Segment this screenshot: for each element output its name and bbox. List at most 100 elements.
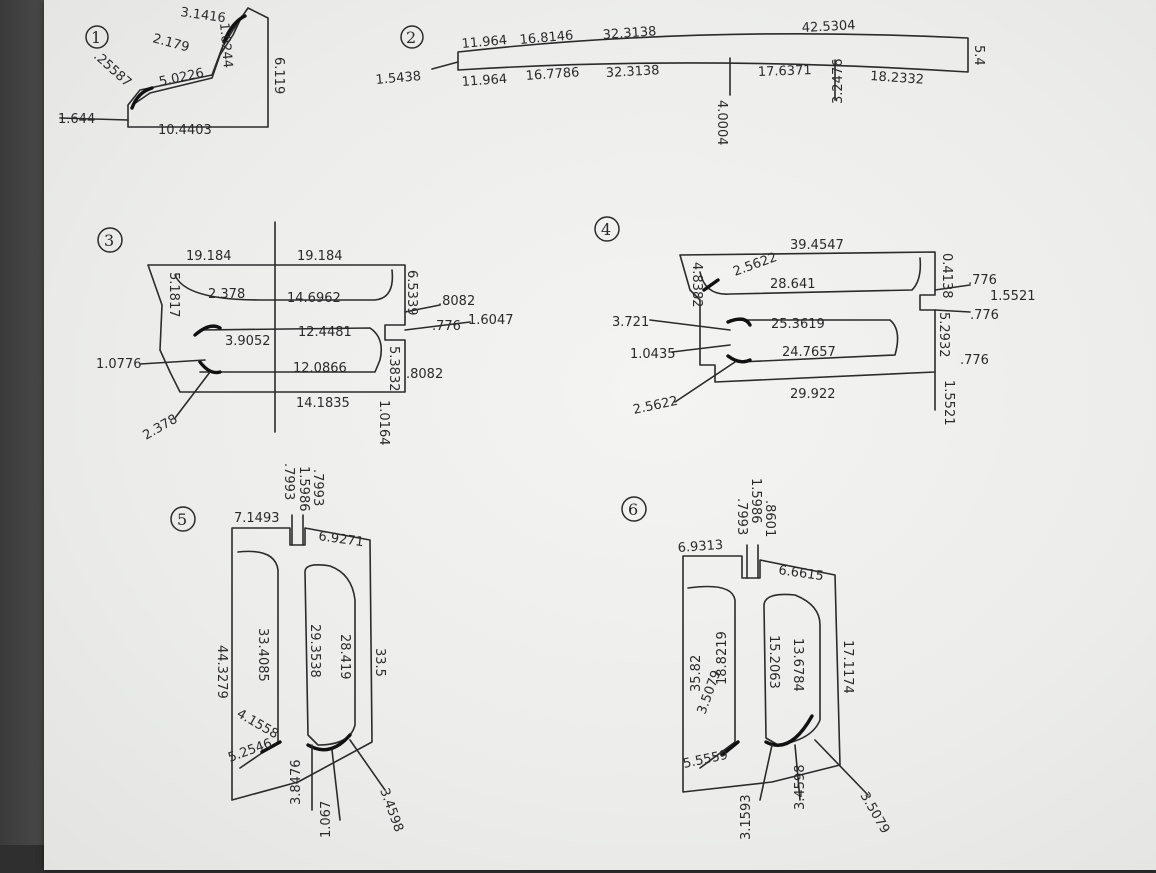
label: 1.0244 xyxy=(216,22,235,69)
desk-left xyxy=(0,0,50,873)
inner-left xyxy=(687,585,736,769)
sketch-number: 5 xyxy=(177,510,187,529)
paper-sheet xyxy=(44,0,1156,870)
label: 25.3619 xyxy=(771,317,825,332)
label: 4.1558 xyxy=(234,706,281,742)
sketch-3: 3 19.184 19.184 5.1817 2.378 14.6962 6.5… xyxy=(96,221,514,446)
label: 28.419 xyxy=(337,634,352,680)
label: 24.7657 xyxy=(782,345,836,360)
label: 1.067 xyxy=(319,801,334,838)
label: 1.0435 xyxy=(630,347,676,362)
label: 16.8146 xyxy=(519,28,574,48)
label: 1.5438 xyxy=(375,69,422,88)
label: 3.721 xyxy=(612,315,649,330)
label: 16.7786 xyxy=(525,65,580,84)
leaders xyxy=(649,284,971,411)
label: 3.5079 xyxy=(857,790,893,837)
sketch-number-circle xyxy=(85,25,109,49)
label: .8082 xyxy=(438,294,475,309)
inner-right xyxy=(763,593,821,746)
beam-outline xyxy=(457,32,969,73)
label: 13.6784 xyxy=(790,638,805,692)
label: 1.0164 xyxy=(376,400,391,446)
leaders xyxy=(291,514,386,821)
label: 1.6047 xyxy=(468,313,514,328)
sketch-number-circle xyxy=(170,506,196,532)
inner-top xyxy=(699,257,922,295)
label: 7.1493 xyxy=(234,511,280,526)
label: 2.378 xyxy=(208,287,245,302)
outline xyxy=(231,527,373,801)
label: .776 xyxy=(960,353,989,368)
label: 4.0004 xyxy=(714,100,729,146)
label: 2.5622 xyxy=(632,394,680,418)
label: 1.5521 xyxy=(941,380,956,426)
label: .7993 xyxy=(281,463,296,500)
label: 17.6371 xyxy=(758,63,812,80)
label: .25587 xyxy=(90,49,134,91)
label: 19.184 xyxy=(186,249,232,264)
label: .8601 xyxy=(762,500,777,537)
leaders xyxy=(431,57,836,101)
sketch-number: 6 xyxy=(628,500,638,519)
label: .7993 xyxy=(310,469,325,506)
label: 11.964 xyxy=(461,72,507,90)
sketch-number: 4 xyxy=(601,220,611,239)
label: 32.3138 xyxy=(602,24,657,43)
sketch-number: 2 xyxy=(406,28,416,47)
label: 6.119 xyxy=(271,57,286,94)
inner-top xyxy=(174,269,394,301)
label: 3.2476 xyxy=(831,59,846,105)
label: 14.6962 xyxy=(287,291,341,306)
sketch-2: 2 11.964 16.8146 32.3138 42.5304 5.4 1.5… xyxy=(375,18,986,145)
label: 3.4598 xyxy=(376,786,406,834)
label: 6.9313 xyxy=(677,538,723,556)
outline xyxy=(127,7,269,128)
inner-bottom xyxy=(199,327,383,373)
label: 1.5521 xyxy=(990,289,1036,304)
label: 3.9052 xyxy=(225,334,271,349)
label: 6.5339 xyxy=(404,270,419,316)
label: 33.4085 xyxy=(255,628,270,682)
label: 4.8382 xyxy=(689,262,704,308)
sketch-number-circle xyxy=(97,227,123,253)
label: 44.3279 xyxy=(214,645,229,699)
sketch-4: 4 39.4547 0.4138 4.8382 2.5622 28.641 .7… xyxy=(594,216,1036,426)
label: 3.8476 xyxy=(289,760,304,806)
label: .7993 xyxy=(734,498,749,535)
label: 5.1817 xyxy=(166,272,181,318)
label: 15.2063 xyxy=(766,635,781,689)
label: 2.179 xyxy=(151,31,191,55)
label: 42.5304 xyxy=(801,18,855,36)
label: 33.5 xyxy=(372,648,387,677)
leaders xyxy=(139,304,471,419)
label: 1.0776 xyxy=(96,357,142,372)
label: 5.4 xyxy=(971,45,986,66)
leaders xyxy=(746,544,869,801)
label: 0.4138 xyxy=(939,253,954,299)
outline xyxy=(147,264,406,393)
label: 32.3138 xyxy=(605,63,659,81)
sketch-6: 6 6.9313 .7993 1.5986 .8601 6.6615 35.82… xyxy=(621,478,893,840)
label: 6.6615 xyxy=(777,563,824,584)
label: 3.1416 xyxy=(179,5,226,26)
sketch-number-circle xyxy=(594,216,620,242)
label: 5.2932 xyxy=(936,312,951,358)
label: 35.82 xyxy=(689,655,704,692)
label: 29.3538 xyxy=(307,624,322,678)
inner-line xyxy=(133,15,243,105)
label: 10.4403 xyxy=(158,123,212,138)
inner-bottom xyxy=(729,319,899,363)
label: 3.4598 xyxy=(793,765,808,811)
label: 1.644 xyxy=(58,112,95,127)
label: 11.964 xyxy=(461,33,508,52)
label: 1.5986 xyxy=(748,478,763,524)
label: 1.5986 xyxy=(296,466,311,512)
sketch-number-circle xyxy=(400,25,424,49)
label: 39.4547 xyxy=(790,238,844,253)
label: 5.5559 xyxy=(682,748,730,772)
label: .776 xyxy=(432,319,461,334)
label: 5.3832 xyxy=(386,346,401,392)
sketch-number-circle xyxy=(621,496,647,522)
